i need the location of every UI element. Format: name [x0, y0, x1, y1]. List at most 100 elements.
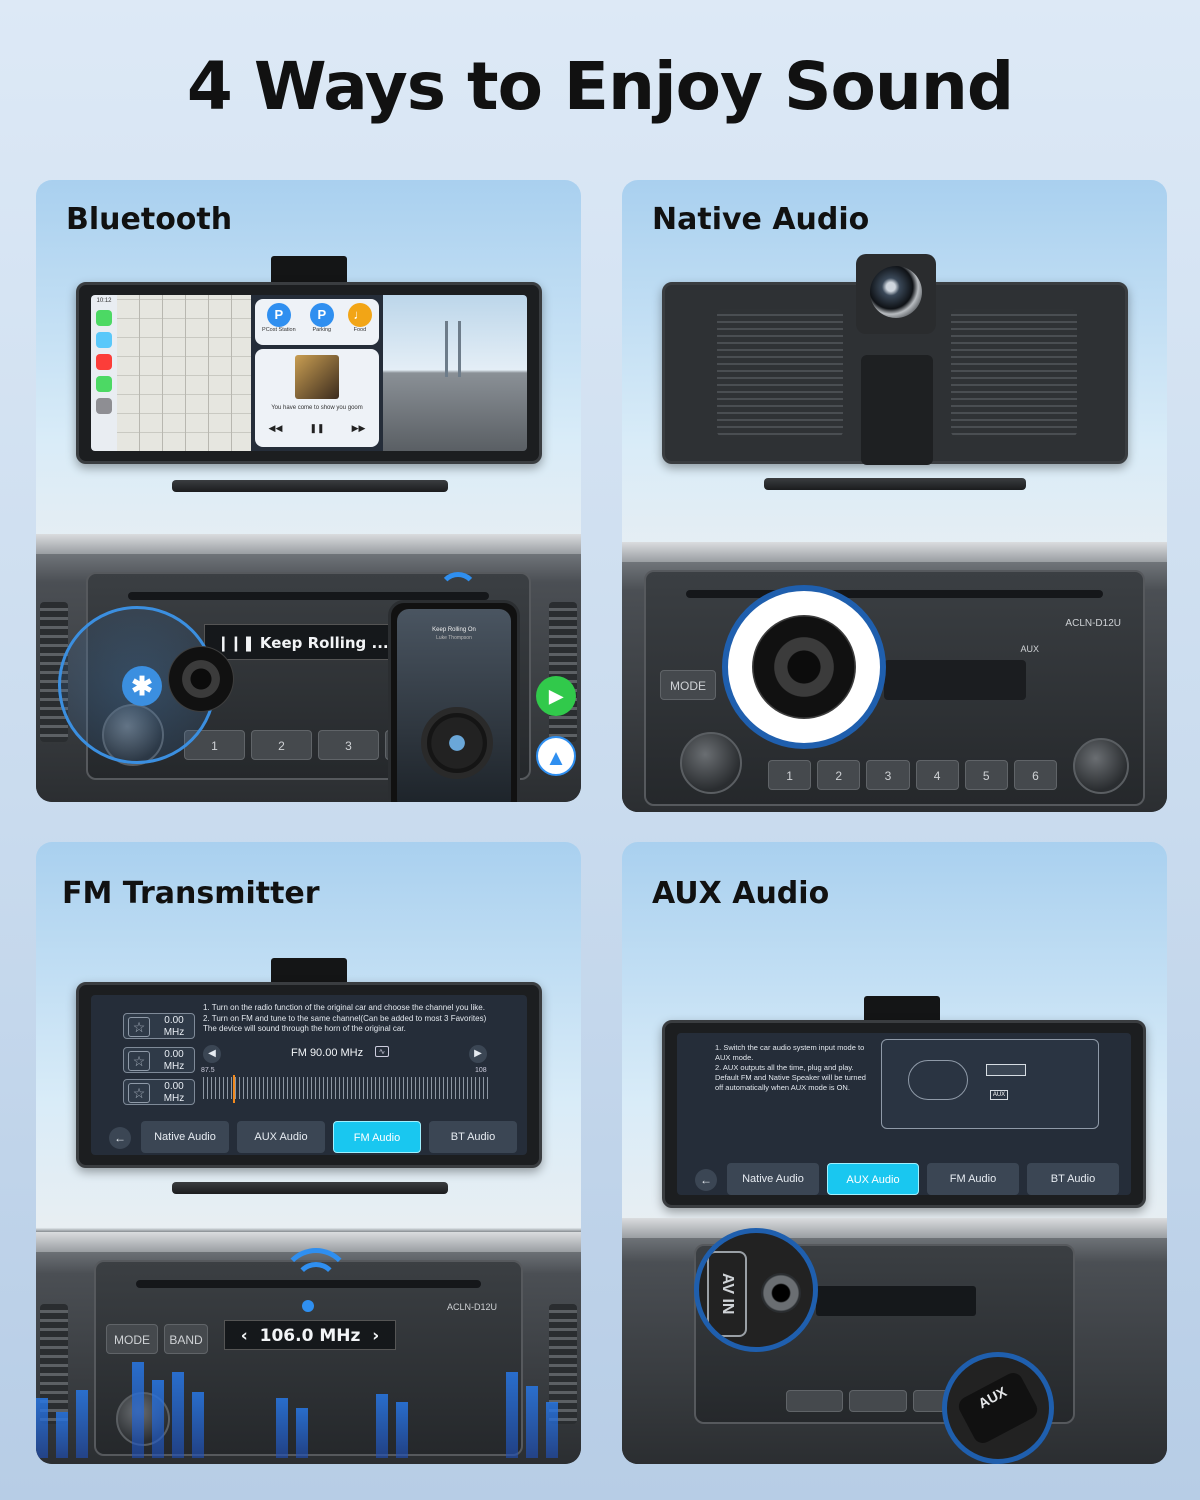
- radio-button[interactable]: [849, 1390, 907, 1412]
- chevron-left-icon: ‹: [240, 1326, 260, 1346]
- camera-lens-icon: [870, 266, 922, 318]
- carplay-now-playing: You have come to show you goom ◀◀ ❚❚ ▶▶: [255, 349, 379, 447]
- food-icon: ♩: [347, 303, 372, 327]
- tune-seek-knob[interactable]: [1073, 738, 1129, 794]
- pause-icon[interactable]: ❚❚: [309, 423, 325, 433]
- tab-fm-audio[interactable]: FM Audio: [927, 1163, 1019, 1195]
- frequency-ruler[interactable]: [203, 1077, 489, 1099]
- device-stand: [764, 478, 1026, 490]
- tab-fm-audio[interactable]: FM Audio: [333, 1121, 421, 1153]
- tab-bt-audio[interactable]: BT Audio: [429, 1121, 517, 1153]
- phone-app-icon[interactable]: [96, 310, 112, 326]
- equalizer-bar: [56, 1412, 68, 1458]
- equalizer-bar: [36, 1398, 48, 1458]
- maps-app-icon[interactable]: [96, 332, 112, 348]
- radio-frequency: 106.0 MHz: [259, 1326, 361, 1346]
- air-vent: [549, 602, 577, 742]
- card-native-audio: Native Audio ACLN-D12U AUX MODE 1 2 3 4 …: [622, 180, 1167, 812]
- preset-button-2[interactable]: 2: [817, 760, 861, 790]
- star-icon: ☆: [128, 1083, 150, 1103]
- diagram-aux-port: AUX: [990, 1090, 1008, 1100]
- tab-bt-audio[interactable]: BT Audio: [1027, 1163, 1119, 1195]
- mount-arm: [861, 355, 933, 465]
- preset-button-5[interactable]: 5: [964, 760, 1008, 790]
- favorite-unit: MHz: [163, 1093, 185, 1104]
- mode-button[interactable]: MODE: [106, 1324, 158, 1354]
- radio-button[interactable]: [786, 1390, 844, 1412]
- fm-frequency: FM 90.00 MHz: [291, 1047, 364, 1059]
- band-button[interactable]: BAND: [164, 1324, 208, 1354]
- poi-item[interactable]: P Parking: [309, 303, 334, 345]
- instruction-line: 1. Switch the car audio system input mod…: [715, 1043, 865, 1062]
- phone-song-title: Keep Rolling On: [432, 627, 476, 633]
- head-unit-device: 1. Switch the car audio system input mod…: [662, 1020, 1146, 1208]
- frequency-needle[interactable]: [233, 1075, 235, 1103]
- aux-jack-icon: [761, 1273, 801, 1313]
- fm-signal-dot: [302, 1300, 314, 1312]
- mode-button[interactable]: MODE: [660, 670, 716, 700]
- preset-button-4[interactable]: 4: [915, 760, 959, 790]
- favorite-value: 0.00: [164, 1015, 184, 1026]
- av-in-callout: AV IN: [694, 1228, 818, 1352]
- vinyl-record-icon: [421, 707, 493, 779]
- audio-mode-tabs: Native Audio AUX Audio FM Audio BT Audio: [141, 1121, 517, 1153]
- music-app-icon[interactable]: [96, 354, 112, 370]
- equalizer-bar: [526, 1386, 538, 1458]
- preset-button-3[interactable]: 3: [318, 730, 379, 760]
- tab-aux-audio[interactable]: AUX Audio: [237, 1121, 325, 1153]
- carplay-clock: 10:12: [96, 298, 112, 304]
- signal-icon: ∿: [375, 1046, 389, 1057]
- equalizer-bar: [396, 1402, 408, 1458]
- equalizer-bar: [296, 1408, 308, 1458]
- back-arrow-icon[interactable]: ←: [109, 1127, 131, 1149]
- bridge-tower: [445, 321, 461, 377]
- dashboard-trim: [36, 1232, 581, 1252]
- poi-item[interactable]: P PCost Station: [262, 303, 296, 345]
- cd-slot: [686, 590, 1103, 598]
- tab-native-audio[interactable]: Native Audio: [141, 1121, 229, 1153]
- preset-button-2[interactable]: 2: [251, 730, 312, 760]
- aux-label: AUX: [1020, 644, 1039, 654]
- podcasts-app-icon[interactable]: [96, 398, 112, 414]
- preset-button-1[interactable]: 1: [768, 760, 812, 790]
- aux-screen: 1. Switch the car audio system input mod…: [677, 1033, 1131, 1195]
- tune-down-button[interactable]: ◀: [203, 1045, 221, 1063]
- scale-max: 108: [475, 1067, 487, 1074]
- poi-item[interactable]: ♩ Food: [347, 303, 372, 345]
- diagram-device: [986, 1064, 1026, 1076]
- radio-lcd: [884, 660, 1026, 700]
- playback-controls: ◀◀ ❚❚ ▶▶: [255, 423, 379, 434]
- messages-app-icon[interactable]: [96, 376, 112, 392]
- tab-aux-audio[interactable]: AUX Audio: [827, 1163, 919, 1195]
- preset-button-3[interactable]: 3: [866, 760, 910, 790]
- previous-track-icon[interactable]: ◀◀: [268, 423, 283, 433]
- av-in-label: AV IN: [707, 1251, 747, 1337]
- device-stand: [172, 480, 448, 492]
- dashboard-trim: [622, 1218, 1167, 1238]
- tune-up-button[interactable]: ▶: [469, 1045, 487, 1063]
- native-speaker-callout: [722, 585, 886, 749]
- back-arrow-icon[interactable]: ←: [695, 1169, 717, 1191]
- favorite-unit: MHz: [163, 1027, 185, 1038]
- audio-mode-tabs: Native Audio AUX Audio FM Audio BT Audio: [727, 1163, 1119, 1195]
- card-title-aux: AUX Audio: [652, 876, 830, 911]
- volume-knob[interactable]: [680, 732, 742, 794]
- preset-button-6[interactable]: 6: [1013, 760, 1058, 790]
- instruction-line: 2. Turn on FM and tune to the same chann…: [203, 1013, 487, 1023]
- equalizer-bar: [376, 1394, 388, 1458]
- instruction-line: 1. Turn on the radio function of the ori…: [203, 1003, 485, 1012]
- card-title-bluetooth: Bluetooth: [66, 202, 233, 237]
- gas-station-icon: P: [266, 303, 291, 327]
- equalizer-bar: [132, 1362, 144, 1458]
- next-track-icon[interactable]: ▶▶: [351, 423, 366, 433]
- carplay-icon: ▶: [536, 676, 576, 716]
- aux-instructions: 1. Switch the car audio system input mod…: [715, 1043, 875, 1093]
- carplay-map[interactable]: [117, 295, 251, 451]
- card-title-native-audio: Native Audio: [652, 202, 870, 237]
- camera-module: [856, 254, 936, 334]
- tab-native-audio[interactable]: Native Audio: [727, 1163, 819, 1195]
